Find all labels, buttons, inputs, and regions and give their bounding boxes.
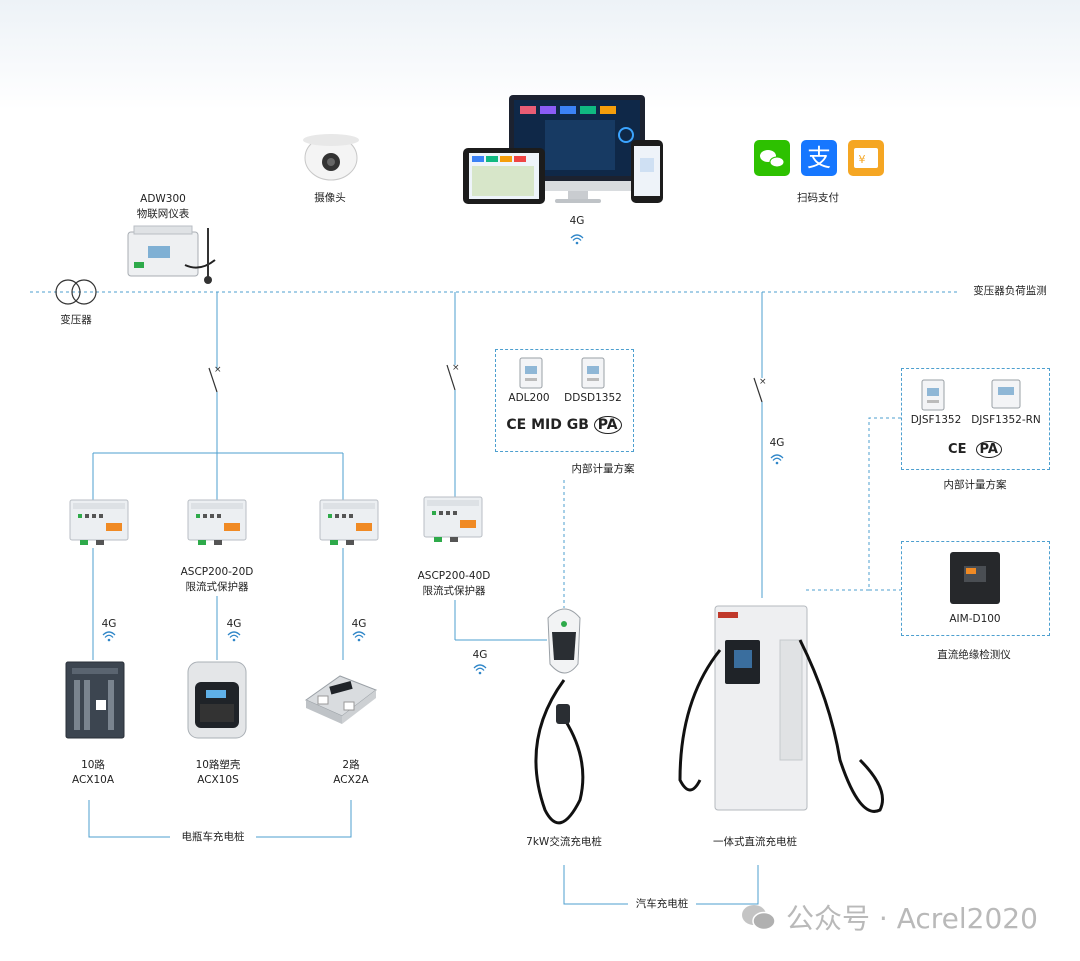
transformer-monitor-label: 变压器负荷监测 [973,285,1047,297]
protector-icon [423,496,483,543]
protector-icon [69,499,129,546]
internal-metering-label-2: 内部计量方案 [943,479,1007,491]
svg-text:×: × [759,377,767,387]
wifi-icon [102,631,116,642]
djsf1352rn-label: DJSF1352-RN [971,414,1041,426]
aim-d100-label: AIM-D100 [949,613,1001,625]
transformer-icon [55,279,97,305]
camera-label: 摄像头 [314,192,346,204]
ac-charger-label: 7kW交流充电桩 [526,836,602,848]
protector-icon [187,499,247,546]
ddsd1352-label: DDSD1352 [564,392,622,404]
adw300-meter-icon [127,225,216,284]
internal-metering-box-1 [495,349,634,452]
tablet-icon [463,148,545,204]
g4-acx10s: 4G [226,618,242,630]
wifi-icon [352,631,366,642]
switch-icon [753,377,763,403]
g4-acx10a: 4G [101,618,117,630]
svg-text:支: 支 [807,144,831,172]
insulation-monitor-box [901,541,1050,636]
car-group-label: 汽车充电桩 [628,897,696,912]
svg-text:×: × [214,365,222,375]
internal-metering-box-2 [901,368,1050,470]
wifi-icon [770,454,784,465]
dc-charger-label: 一体式直流充电桩 [713,836,797,848]
cert-row-1: CE MID GB PA [500,416,628,434]
payment-label: 扫码支付 [797,192,839,204]
watermark: 公众号 · Acrel2020 [740,897,1038,937]
switch-icon [208,367,218,393]
g4-acx2a: 4G [351,618,367,630]
wechat-watermark-icon [742,905,776,931]
ac-charger-icon [534,608,585,825]
g4-dc: 4G [769,437,785,449]
aim-desc-label: 直流绝缘检测仪 [937,649,1011,661]
wallet-icon: ¥ [848,140,884,176]
transformer-label: 变压器 [60,314,92,326]
svg-text:×: × [452,363,460,373]
ebike-group-label: 电瓶车充电桩 [170,830,256,845]
wechat-pay-icon [754,140,790,176]
aim-d100-icon [950,552,1000,604]
djsf1352rn-meter-icon [991,379,1021,409]
adl200-label: ADL200 [508,392,550,404]
platform-4g-label: 4G [569,215,585,227]
wifi-icon [473,664,487,675]
wifi-icon [570,234,584,245]
camera-icon [303,134,359,181]
acx10a-charger-icon [65,661,125,739]
switch-icon [446,364,456,391]
g4-ac: 4G [472,649,488,661]
dc-charger-icon [678,605,884,813]
alipay-icon: 支 [801,140,837,176]
acx10s-charger-icon [187,661,247,739]
internal-metering-label-1: 内部计量方案 [571,463,635,475]
phone-icon [631,140,663,203]
svg-text:¥: ¥ [859,153,866,166]
acx2a-charger-icon [304,675,378,724]
djsf1352-label: DJSF1352 [910,414,962,426]
cert-row-2: CE PA [930,441,1020,458]
protector-icon [319,499,379,546]
wifi-icon [227,631,241,642]
